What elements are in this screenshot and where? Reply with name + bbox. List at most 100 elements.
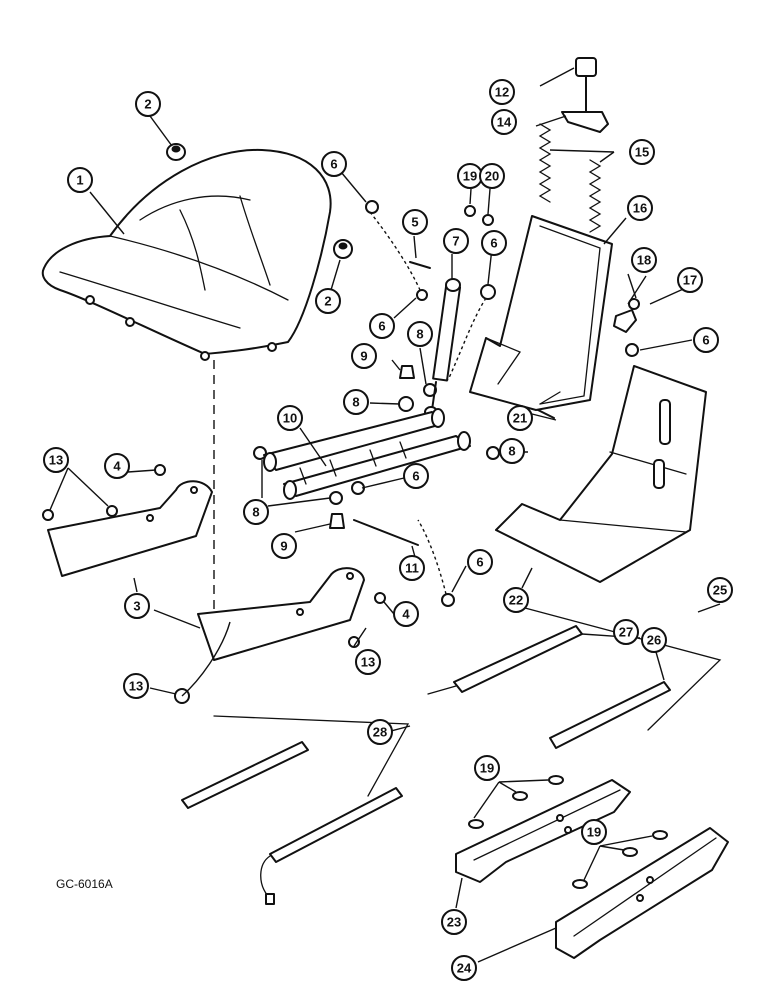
mounting-bracket-front bbox=[455, 779, 631, 883]
callout-8d: 8 bbox=[243, 499, 269, 525]
callout-25: 25 bbox=[707, 577, 733, 603]
leader-lines bbox=[49, 67, 721, 963]
adjuster-bracket bbox=[561, 111, 609, 133]
suspension-housing bbox=[469, 215, 613, 411]
bump-stop-lower bbox=[329, 513, 345, 529]
callout-5: 5 bbox=[402, 209, 428, 235]
callout-15: 15 bbox=[629, 139, 655, 165]
svg-text:19: 19 bbox=[480, 761, 494, 776]
callout-22: 22 bbox=[503, 587, 529, 613]
svg-text:25: 25 bbox=[713, 583, 727, 598]
svg-text:6: 6 bbox=[330, 157, 337, 172]
callout-19c: 19 bbox=[581, 819, 607, 845]
callout-28: 28 bbox=[367, 719, 393, 745]
callout-6d: 6 bbox=[693, 327, 719, 353]
callout-1: 1 bbox=[67, 167, 93, 193]
side-shield-left bbox=[47, 480, 213, 577]
rubber-bumper-lower bbox=[333, 239, 353, 259]
callout-4a: 4 bbox=[104, 453, 130, 479]
slide-rail-lower-2 bbox=[260, 787, 403, 905]
seat-base-bracket bbox=[495, 365, 707, 583]
callout-13a: 13 bbox=[43, 447, 69, 473]
callout-19a: 19 bbox=[457, 163, 483, 189]
svg-text:8: 8 bbox=[352, 395, 359, 410]
callout-bubbles: 1 2 2 3 4 4 5 6 6 6 6 6 6 7 8 8 8 8 9 9 … bbox=[43, 79, 733, 981]
seat-cushion bbox=[41, 148, 332, 361]
svg-text:6: 6 bbox=[412, 469, 419, 484]
svg-text:18: 18 bbox=[637, 253, 651, 268]
svg-text:8: 8 bbox=[508, 444, 515, 459]
svg-text:28: 28 bbox=[373, 725, 387, 740]
washers-19 bbox=[468, 775, 668, 889]
svg-text:2: 2 bbox=[144, 97, 151, 112]
svg-text:17: 17 bbox=[683, 273, 697, 288]
svg-text:13: 13 bbox=[129, 679, 143, 694]
callout-13c: 13 bbox=[355, 649, 381, 675]
svg-text:15: 15 bbox=[635, 145, 649, 160]
svg-text:26: 26 bbox=[647, 633, 661, 648]
callout-3: 3 bbox=[124, 593, 150, 619]
svg-text:1: 1 bbox=[76, 173, 83, 188]
callout-17: 17 bbox=[677, 267, 703, 293]
callout-7: 7 bbox=[443, 228, 469, 254]
svg-text:10: 10 bbox=[283, 411, 297, 426]
callout-23: 23 bbox=[441, 909, 467, 935]
svg-text:6: 6 bbox=[378, 319, 385, 334]
slide-rail-set-outline bbox=[509, 603, 722, 731]
callout-2a: 2 bbox=[135, 91, 161, 117]
callout-8a: 8 bbox=[407, 321, 433, 347]
svg-text:9: 9 bbox=[360, 349, 367, 364]
callout-24: 24 bbox=[451, 955, 477, 981]
svg-text:19: 19 bbox=[587, 825, 601, 840]
svg-text:6: 6 bbox=[490, 236, 497, 251]
callout-9b: 9 bbox=[271, 533, 297, 559]
callout-6e: 6 bbox=[403, 463, 429, 489]
figure-code: GC-6016A bbox=[56, 877, 113, 891]
bump-stop-upper bbox=[399, 365, 415, 379]
lock-knob bbox=[613, 309, 637, 333]
svg-text:6: 6 bbox=[702, 333, 709, 348]
rubber-bumper-upper bbox=[166, 143, 186, 161]
callout-6b: 6 bbox=[369, 313, 395, 339]
svg-text:14: 14 bbox=[497, 115, 512, 130]
callout-6f: 6 bbox=[467, 549, 493, 575]
svg-text:4: 4 bbox=[113, 459, 121, 474]
svg-text:4: 4 bbox=[402, 607, 410, 622]
callout-27: 27 bbox=[613, 619, 639, 645]
svg-text:22: 22 bbox=[509, 593, 523, 608]
svg-text:9: 9 bbox=[280, 539, 287, 554]
svg-text:13: 13 bbox=[49, 453, 63, 468]
svg-text:20: 20 bbox=[485, 169, 499, 184]
svg-text:11: 11 bbox=[405, 561, 419, 576]
slide-rail-upper-2 bbox=[181, 741, 309, 809]
slide-rail-outer bbox=[427, 625, 583, 695]
callout-9a: 9 bbox=[351, 343, 377, 369]
svg-text:16: 16 bbox=[633, 201, 647, 216]
callout-19b: 19 bbox=[474, 755, 500, 781]
svg-text:24: 24 bbox=[457, 961, 472, 976]
svg-text:3: 3 bbox=[133, 599, 140, 614]
callout-12: 12 bbox=[489, 79, 515, 105]
svg-text:23: 23 bbox=[447, 915, 461, 930]
pivot-rod bbox=[353, 519, 419, 546]
callout-6c: 6 bbox=[481, 230, 507, 256]
svg-text:8: 8 bbox=[416, 327, 423, 342]
hardware-nuts bbox=[42, 200, 640, 704]
svg-text:21: 21 bbox=[513, 411, 527, 426]
svg-text:27: 27 bbox=[619, 625, 633, 640]
callout-16: 16 bbox=[627, 195, 653, 221]
callout-6a: 6 bbox=[321, 151, 347, 177]
callout-13b: 13 bbox=[123, 673, 149, 699]
svg-text:8: 8 bbox=[252, 505, 259, 520]
slide-rail-inner bbox=[549, 681, 671, 749]
swing-frame bbox=[263, 408, 471, 500]
svg-text:2: 2 bbox=[324, 294, 331, 309]
side-shield-right bbox=[197, 567, 365, 661]
callout-14: 14 bbox=[491, 109, 517, 135]
callout-10: 10 bbox=[277, 405, 303, 431]
mounting-bracket-rear bbox=[555, 827, 729, 959]
callout-26: 26 bbox=[641, 627, 667, 653]
svg-text:12: 12 bbox=[495, 85, 509, 100]
callout-11: 11 bbox=[399, 555, 425, 581]
